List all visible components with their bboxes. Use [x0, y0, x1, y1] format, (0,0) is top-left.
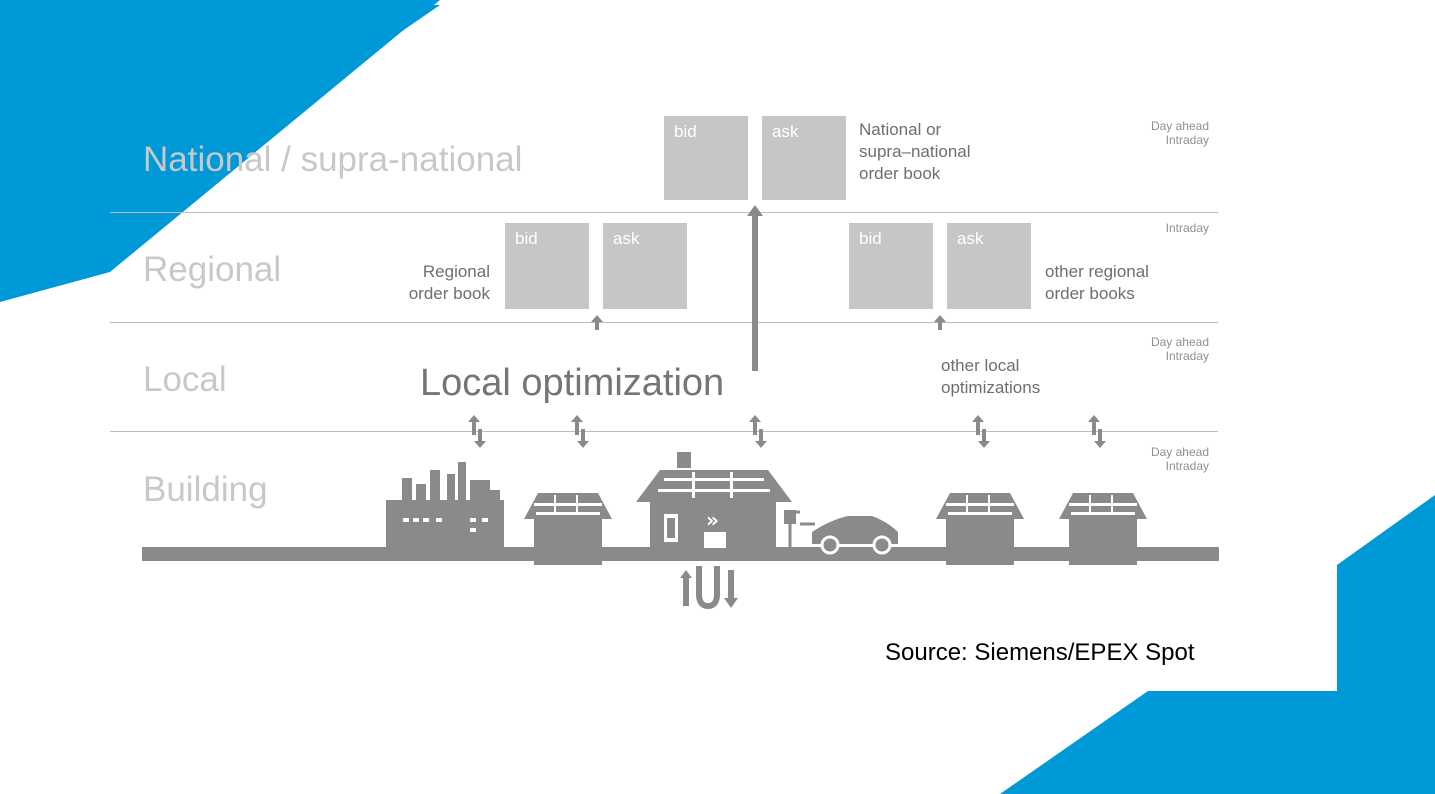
regional-bid-box: bid — [505, 223, 589, 309]
source-caption: Source: Siemens/EPEX Spot — [885, 639, 1195, 666]
arrow-other-regional-up-icon — [934, 315, 946, 330]
bid-label: bid — [859, 229, 882, 248]
house-solar-icon-1 — [524, 493, 612, 565]
local-optimization-title: Local optimization — [420, 362, 725, 404]
geothermal-loop-icon — [680, 566, 738, 610]
arrow-regional-up-icon — [591, 315, 603, 330]
other-regional-bid-box: bid — [849, 223, 933, 309]
corner-decoration-bottom-right — [1000, 495, 1435, 794]
svg-text:»: » — [706, 508, 719, 532]
factory-icon — [386, 462, 504, 547]
divider-national-regional — [110, 212, 1218, 213]
updown-arrow-house3-icon — [1088, 415, 1106, 448]
house-solar-icon-2 — [936, 493, 1024, 565]
regional-ask-box: ask — [603, 223, 687, 309]
arrow-national-up-icon — [747, 205, 763, 371]
ask-label: ask — [957, 229, 984, 248]
ground-line — [142, 547, 1219, 561]
updown-arrow-house2-icon — [972, 415, 990, 448]
ask-label: ask — [772, 122, 799, 141]
other-regional-ask-box: ask — [947, 223, 1031, 309]
updown-arrow-smarthome-icon — [749, 415, 767, 448]
national-bid-box: bid — [664, 116, 748, 200]
electric-car-icon — [784, 510, 898, 555]
timeframe-regional: Intraday — [1165, 221, 1209, 235]
national-ask-box: ask — [762, 116, 846, 200]
level-building-label: Building — [143, 470, 268, 509]
updown-arrow-factory-icon — [468, 415, 486, 448]
level-national-label: National / supra-national — [143, 140, 523, 179]
smart-home-battery-heatpump-icon: » — [636, 452, 792, 550]
corner-decoration-top-left — [0, 0, 440, 302]
level-local-label: Local — [143, 360, 227, 399]
bid-label: bid — [674, 122, 697, 141]
divider-regional-local — [110, 322, 1218, 323]
divider-local-building — [110, 431, 1218, 432]
house-solar-icon-3 — [1059, 493, 1147, 565]
level-regional-label: Regional — [143, 250, 282, 289]
updown-arrow-house1-icon — [571, 415, 589, 448]
bid-label: bid — [515, 229, 538, 248]
ask-label: ask — [613, 229, 640, 248]
